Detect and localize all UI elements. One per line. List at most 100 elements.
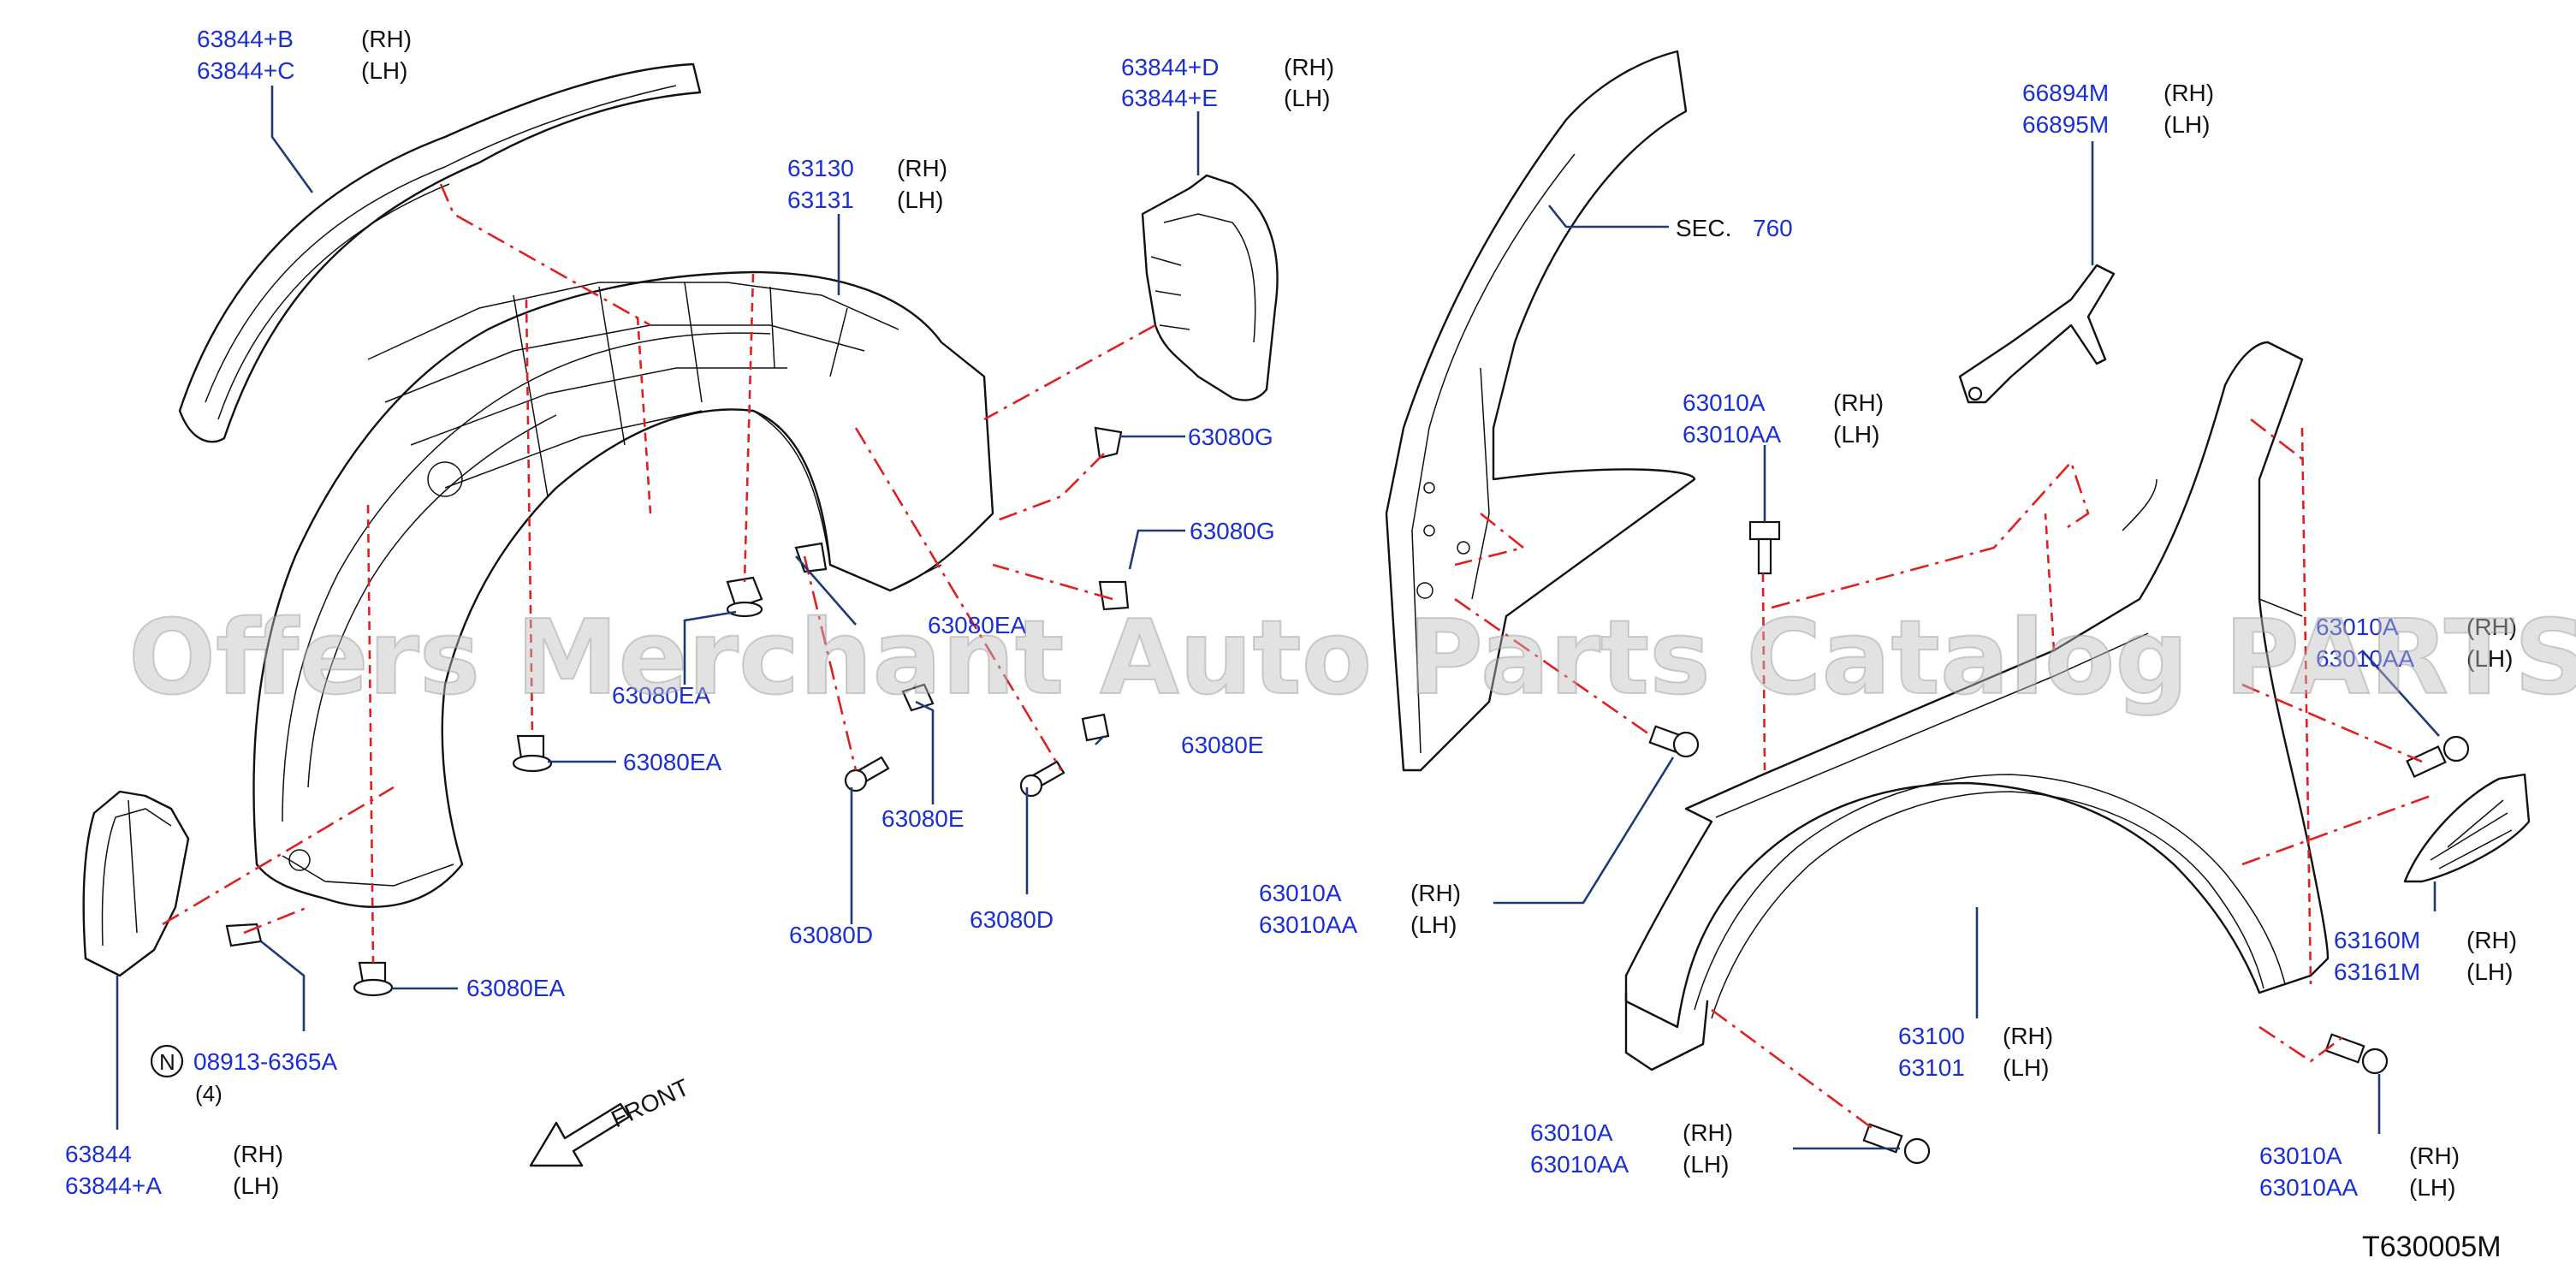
callout-63080ea-bottom[interactable]: 63080EA [466, 975, 566, 1001]
side-garnish-part[interactable] [2403, 773, 2531, 883]
callout-63844-b[interactable]: 63844+B (RH) 63844+C (LH) [197, 26, 412, 84]
callout-63080ea-center[interactable]: 63080EA [928, 612, 1027, 638]
front-label: FRONT [607, 1074, 693, 1133]
svg-text:08913-6365A: 08913-6365A [193, 1048, 337, 1075]
callout-63100[interactable]: 63100 (RH) 63101 (LH) [1898, 1023, 2053, 1081]
callout-63080d-left[interactable]: 63080D [789, 922, 873, 948]
body-panel-part[interactable] [1385, 50, 1696, 772]
front-fender-part[interactable] [1624, 341, 2330, 1071]
svg-text:63080D: 63080D [789, 922, 873, 948]
svg-text:(RH): (RH) [2003, 1023, 2053, 1049]
callout-63080g-upper[interactable]: 63080G [1188, 424, 1273, 450]
fender-bracket-part[interactable] [1958, 264, 2116, 404]
svg-text:63844: 63844 [65, 1141, 132, 1167]
callout-63080ea-mid[interactable]: 63080EA [623, 749, 722, 775]
bolt-2[interactable] [1648, 725, 1700, 758]
callout-63844[interactable]: 63844 (RH) 63844+A (LH) [65, 1141, 283, 1199]
svg-text:(LH): (LH) [1410, 911, 1457, 938]
svg-text:(RH): (RH) [2409, 1142, 2460, 1169]
lower-splash-guard-part[interactable] [82, 790, 190, 977]
svg-text:63160M: 63160M [2334, 927, 2420, 953]
callout-63010a-left[interactable]: 63010A (RH) 63010AA (LH) [1259, 880, 1461, 938]
clip-fastener-8[interactable] [901, 683, 935, 712]
callout-63160m[interactable]: 63160M (RH) 63161M (LH) [2334, 927, 2517, 985]
splash-shield-part[interactable] [1141, 174, 1279, 401]
svg-text:63844+E: 63844+E [1121, 85, 1218, 111]
callout-63080g-lower[interactable]: 63080G [1190, 518, 1275, 544]
clip-fastener-3[interactable] [726, 576, 763, 618]
svg-text:63010AA: 63010AA [2316, 645, 2415, 672]
svg-text:63844+A: 63844+A [65, 1172, 162, 1199]
svg-text:(LH): (LH) [2466, 645, 2513, 672]
svg-text:63131: 63131 [787, 187, 854, 213]
bolt-1[interactable] [1748, 520, 1781, 575]
arch-molding-part[interactable] [178, 62, 702, 443]
svg-text:(RH): (RH) [2466, 927, 2517, 953]
callout-63080d-right[interactable]: 63080D [970, 906, 1054, 933]
callout-63010a-bottom-left[interactable]: 63010A (RH) 63010AA (LH) [1530, 1119, 1733, 1178]
svg-text:66894M: 66894M [2022, 80, 2109, 106]
callout-63010a-bottom-right[interactable]: 63010A (RH) 63010AA (LH) [2259, 1142, 2460, 1201]
callout-63080e-left[interactable]: 63080E [881, 805, 965, 832]
clip-fastener-9[interactable] [1081, 713, 1110, 742]
svg-text:63080E: 63080E [1181, 732, 1264, 758]
section-reference[interactable]: SEC. 760 [1676, 215, 1793, 241]
clip-fastener-2[interactable] [1098, 580, 1130, 611]
clip-fastener-5[interactable] [512, 734, 553, 773]
svg-text:63080E: 63080E [881, 805, 965, 832]
svg-text:(RH): (RH) [361, 26, 412, 52]
svg-text:63010AA: 63010AA [1259, 911, 1358, 938]
leader-lines [116, 86, 2440, 1150]
front-arrow-icon [529, 1102, 631, 1167]
svg-text:(RH): (RH) [1284, 54, 1334, 80]
callout-63010a-right[interactable]: 63010A (RH) 63010AA (LH) [2316, 614, 2517, 672]
svg-text:63010AA: 63010AA [2259, 1174, 2359, 1201]
clip-fastener-1[interactable] [1094, 426, 1123, 460]
callout-63844-d[interactable]: 63844+D (RH) 63844+E (LH) [1121, 54, 1334, 111]
clip-fastener-4[interactable] [794, 542, 828, 573]
svg-text:(LH): (LH) [1683, 1151, 1729, 1178]
svg-text:(LH): (LH) [2466, 958, 2513, 985]
svg-text:66895M: 66895M [2022, 111, 2109, 138]
svg-text:63101: 63101 [1898, 1054, 1965, 1081]
svg-text:(RH): (RH) [1683, 1119, 1733, 1146]
svg-text:(LH): (LH) [2409, 1174, 2455, 1201]
svg-text:63010A: 63010A [2259, 1142, 2342, 1169]
svg-text:63010A: 63010A [1683, 389, 1766, 416]
svg-text:63100: 63100 [1898, 1023, 1965, 1049]
svg-text:(LH): (LH) [2003, 1054, 2049, 1081]
svg-text:(LH): (LH) [233, 1172, 279, 1199]
svg-text:63010A: 63010A [2316, 614, 2399, 640]
svg-text:760: 760 [1753, 215, 1793, 241]
bolt-4[interactable] [1862, 1123, 1931, 1165]
svg-text:63844+C: 63844+C [197, 57, 294, 84]
svg-text:(4): (4) [195, 1081, 223, 1107]
svg-text:63010AA: 63010AA [1530, 1151, 1629, 1178]
svg-text:(LH): (LH) [1284, 85, 1330, 111]
svg-text:(RH): (RH) [233, 1141, 283, 1167]
bolt-5[interactable] [2324, 1033, 2389, 1075]
assembly-guide-lines-right [1454, 418, 2431, 1131]
clip-fastener-6[interactable] [353, 961, 394, 997]
svg-text:63844+D: 63844+D [1121, 54, 1219, 80]
screw-fastener-1[interactable] [844, 756, 890, 792]
bolt-3[interactable] [2406, 735, 2470, 778]
diagram-code: T630005M [2362, 1231, 2502, 1263]
callout-66894m[interactable]: 66894M (RH) 66895M (LH) [2022, 80, 2214, 138]
svg-text:63080G: 63080G [1190, 518, 1275, 544]
callout-63080ea-center-left[interactable]: 63080EA [612, 682, 711, 709]
callout-63010a-top[interactable]: 63010A (RH) 63010AA (LH) [1683, 389, 1884, 448]
svg-text:63161M: 63161M [2334, 958, 2420, 985]
svg-text:63010A: 63010A [1530, 1119, 1613, 1146]
svg-text:63080EA: 63080EA [623, 749, 722, 775]
svg-text:63080D: 63080D [970, 906, 1054, 933]
callout-63130[interactable]: 63130 (RH) 63131 (LH) [787, 155, 947, 213]
n-note[interactable]: N 08913-6365A (4) [150, 1044, 337, 1107]
assembly-guide-lines-left [162, 183, 1156, 964]
callout-63080e-right[interactable]: 63080E [1181, 732, 1264, 758]
svg-text:(LH): (LH) [2163, 111, 2210, 138]
svg-text:63010AA: 63010AA [1683, 421, 1782, 448]
svg-text:63080G: 63080G [1188, 424, 1273, 450]
svg-text:63080EA: 63080EA [466, 975, 566, 1001]
